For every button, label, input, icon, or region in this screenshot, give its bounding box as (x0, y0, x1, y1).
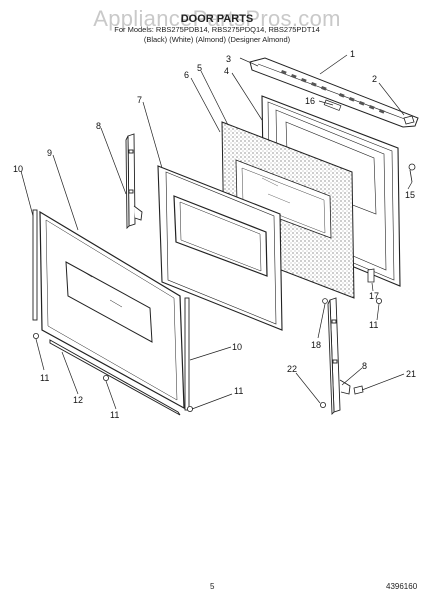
callout-7: 7 (137, 95, 142, 105)
callout-5: 5 (197, 63, 202, 73)
callout-11-mid: 11 (110, 410, 119, 420)
callout-8: 8 (96, 121, 101, 131)
part-hinge-left (125, 133, 143, 230)
watermark: AppliancePartsPros.com (93, 6, 341, 31)
callout-17: 17 (369, 291, 379, 301)
callout-1: 1 (350, 49, 355, 59)
part-outer-door-glass (39, 210, 185, 410)
callout-6: 6 (184, 70, 189, 80)
callout-16: 16 (305, 96, 315, 106)
callout-8-right: 8 (362, 361, 367, 371)
callout-labels: 1 2 3 4 5 6 7 8 9 10 11 15 16 17 18 8 21… (13, 49, 416, 420)
callout-11: 11 (369, 320, 378, 330)
part-door-vent-trim (249, 57, 419, 128)
callout-10: 10 (13, 164, 23, 174)
callout-11-right: 11 (234, 386, 243, 396)
callout-22: 22 (287, 364, 297, 374)
part-side-trim (32, 209, 190, 411)
leader-lines (20, 54, 413, 410)
model-numbers: For Models: RBS275PDB14, RBS275PDQ14, RB… (114, 25, 320, 34)
screw-set (33, 115, 416, 412)
callout-9: 9 (47, 148, 52, 158)
color-variants: (Black) (White) (Almond) (Designer Almon… (143, 35, 291, 44)
callout-18: 18 (311, 340, 321, 350)
page-title: DOOR PARTS (180, 13, 254, 25)
callout-4: 4 (224, 66, 229, 76)
document-number: 4396160 (386, 582, 418, 591)
callout-15: 15 (405, 190, 415, 200)
callout-2: 2 (372, 74, 377, 84)
callout-3: 3 (226, 54, 231, 64)
callout-21: 21 (406, 369, 416, 379)
part-hinge-right (327, 297, 351, 416)
callout-12: 12 (73, 395, 83, 405)
page-number: 5 (210, 582, 215, 591)
part-inner-window-frame (157, 165, 283, 331)
callout-10-right: 10 (232, 342, 242, 352)
callout-11-left: 11 (40, 373, 49, 383)
part-bottom-trim (49, 339, 181, 416)
